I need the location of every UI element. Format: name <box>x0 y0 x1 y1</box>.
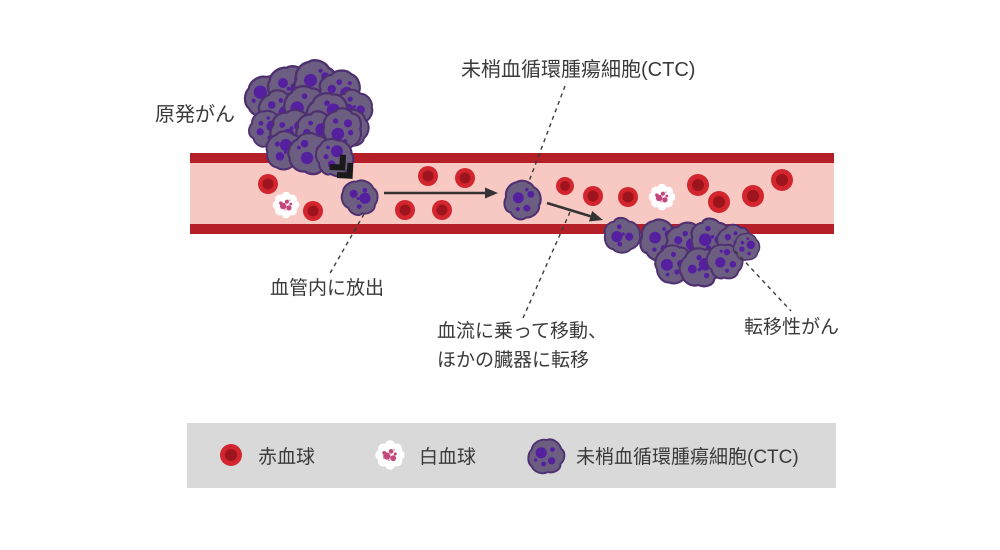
red-blood-cell-icon <box>220 444 242 466</box>
red-blood-cell-icon <box>455 168 475 188</box>
leader-metastasis <box>734 250 792 312</box>
vessel-wall-top <box>190 153 834 163</box>
ctc-cell-icon <box>732 232 761 261</box>
leader-ctc <box>527 85 566 185</box>
white-blood-cell-icon <box>272 191 300 219</box>
label-primary-cancer: 原発がん <box>155 103 235 126</box>
flow-arrows-layer <box>384 187 603 222</box>
red-blood-cell-icon <box>742 185 764 207</box>
legend-box <box>187 423 836 488</box>
ctc-cell-icon <box>705 243 744 280</box>
white-blood-cell-icon <box>375 440 405 470</box>
red-blood-cell-icon <box>258 174 278 194</box>
red-blood-cell-icon <box>418 166 438 186</box>
label-metastasis: 転移性がん <box>744 316 839 338</box>
ctc-cell-icon <box>603 216 642 254</box>
vessel-wall-bottom <box>190 224 834 234</box>
red-blood-cell-icon <box>395 200 415 220</box>
label-ctc: 未梢血循環腫瘍細胞(CTC) <box>461 58 695 81</box>
red-blood-cell-icon <box>687 174 709 196</box>
blood-cells-layer <box>258 166 793 221</box>
red-blood-cell-icon <box>583 186 603 206</box>
legend-label-rbc: 赤血球 <box>258 446 315 468</box>
label-travel-line1: 血流に乗って移動、 <box>437 320 607 342</box>
release-chevron-icon <box>329 154 354 179</box>
legend-label-wbc: 白血球 <box>419 446 476 468</box>
legend-icons-layer <box>220 438 566 475</box>
tumor-clusters-layer <box>243 59 761 288</box>
leader-release <box>328 213 365 276</box>
white-blood-cell-icon <box>648 183 676 211</box>
red-blood-cell-icon <box>432 200 452 220</box>
ctc-cell-icon <box>527 438 566 475</box>
red-blood-cell-icon <box>303 201 323 221</box>
label-travel-line2: ほかの臓器に転移 <box>437 349 589 371</box>
leader-lines-layer <box>328 85 792 319</box>
label-release: 血管内に放出 <box>270 277 384 299</box>
flow-arrow-down <box>546 201 603 222</box>
flow-arrow-right <box>384 187 498 199</box>
leader-travel <box>522 211 571 319</box>
red-blood-cell-icon <box>708 191 730 213</box>
ctc-cell-icon <box>503 179 542 221</box>
legend-label-ctc: 未梢血循環腫瘍細胞(CTC) <box>576 446 799 468</box>
ctc-cell-icon <box>340 179 379 216</box>
red-blood-cell-icon <box>556 177 574 195</box>
red-blood-cell-icon <box>618 187 638 207</box>
red-blood-cell-icon <box>771 169 793 191</box>
